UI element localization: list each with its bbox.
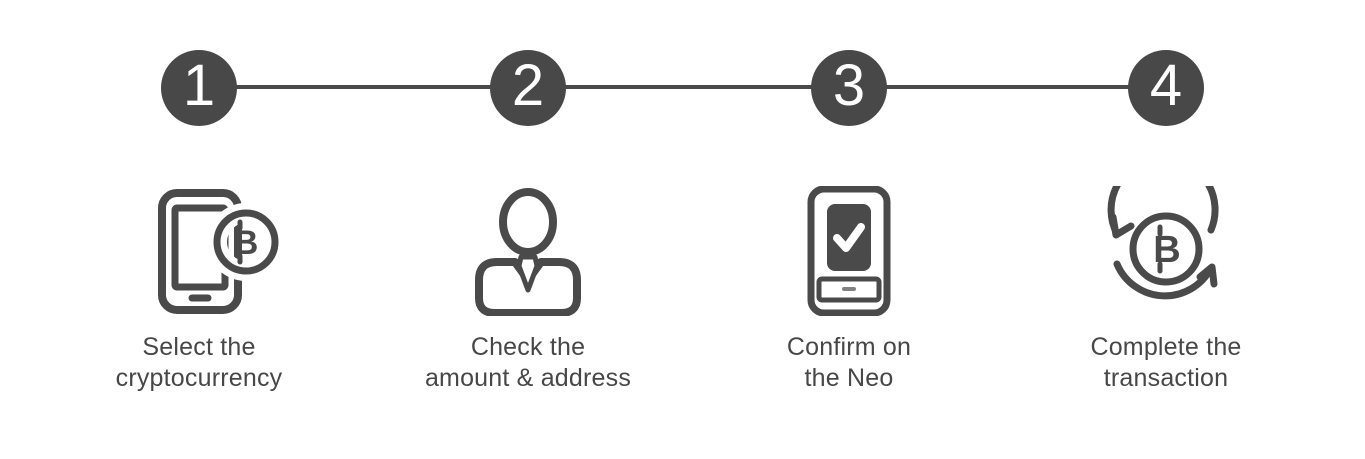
- step-1-label: Select the cryptocurrency: [116, 332, 283, 394]
- step-3: 3 Confirm on the Neo: [699, 50, 999, 394]
- device-brand-mark: [842, 287, 856, 291]
- step-1: 1 B Select the cryptocurrency: [49, 50, 349, 394]
- step-3-number-badge: 3: [811, 50, 887, 126]
- bitcoin-symbol: B: [234, 224, 259, 262]
- step-4: 4 B Complete the transaction: [1016, 50, 1316, 394]
- step-3-number: 3: [832, 53, 866, 118]
- step-1-label-line2: cryptocurrency: [115, 364, 283, 392]
- step-1-label-line1: Select the: [142, 333, 256, 361]
- step-4-label: Complete the transaction: [1090, 332, 1241, 394]
- step-2-number-badge: 2: [490, 50, 566, 126]
- step-1-number-badge: 1: [161, 50, 237, 126]
- step-2-label-line1: Check the: [470, 333, 586, 361]
- phone-bitcoin-icon: B: [142, 186, 282, 316]
- step-2-number: 2: [511, 53, 545, 118]
- bitcoin-symbol: B: [1153, 229, 1180, 271]
- step-3-label: Confirm on the Neo: [787, 332, 911, 394]
- step-4-label-line2: transaction: [1103, 364, 1229, 392]
- step-2-label-line2: amount & address: [424, 364, 632, 392]
- person-icon: [463, 186, 593, 316]
- step-4-label-line1: Complete the: [1090, 333, 1242, 361]
- device-check-icon: [784, 186, 914, 316]
- step-4-number-badge: 4: [1128, 50, 1204, 126]
- step-2-label: Check the amount & address: [425, 332, 631, 394]
- step-1-number: 1: [182, 53, 216, 118]
- step-3-label-line1: Confirm on: [786, 333, 912, 361]
- step-2: 2 Check the amount & address: [378, 50, 678, 394]
- bitcoin-cycle-icon: B: [1101, 186, 1231, 316]
- step-3-label-line2: the Neo: [804, 364, 894, 392]
- step-4-number: 4: [1149, 53, 1183, 118]
- connector-line: [199, 85, 1166, 89]
